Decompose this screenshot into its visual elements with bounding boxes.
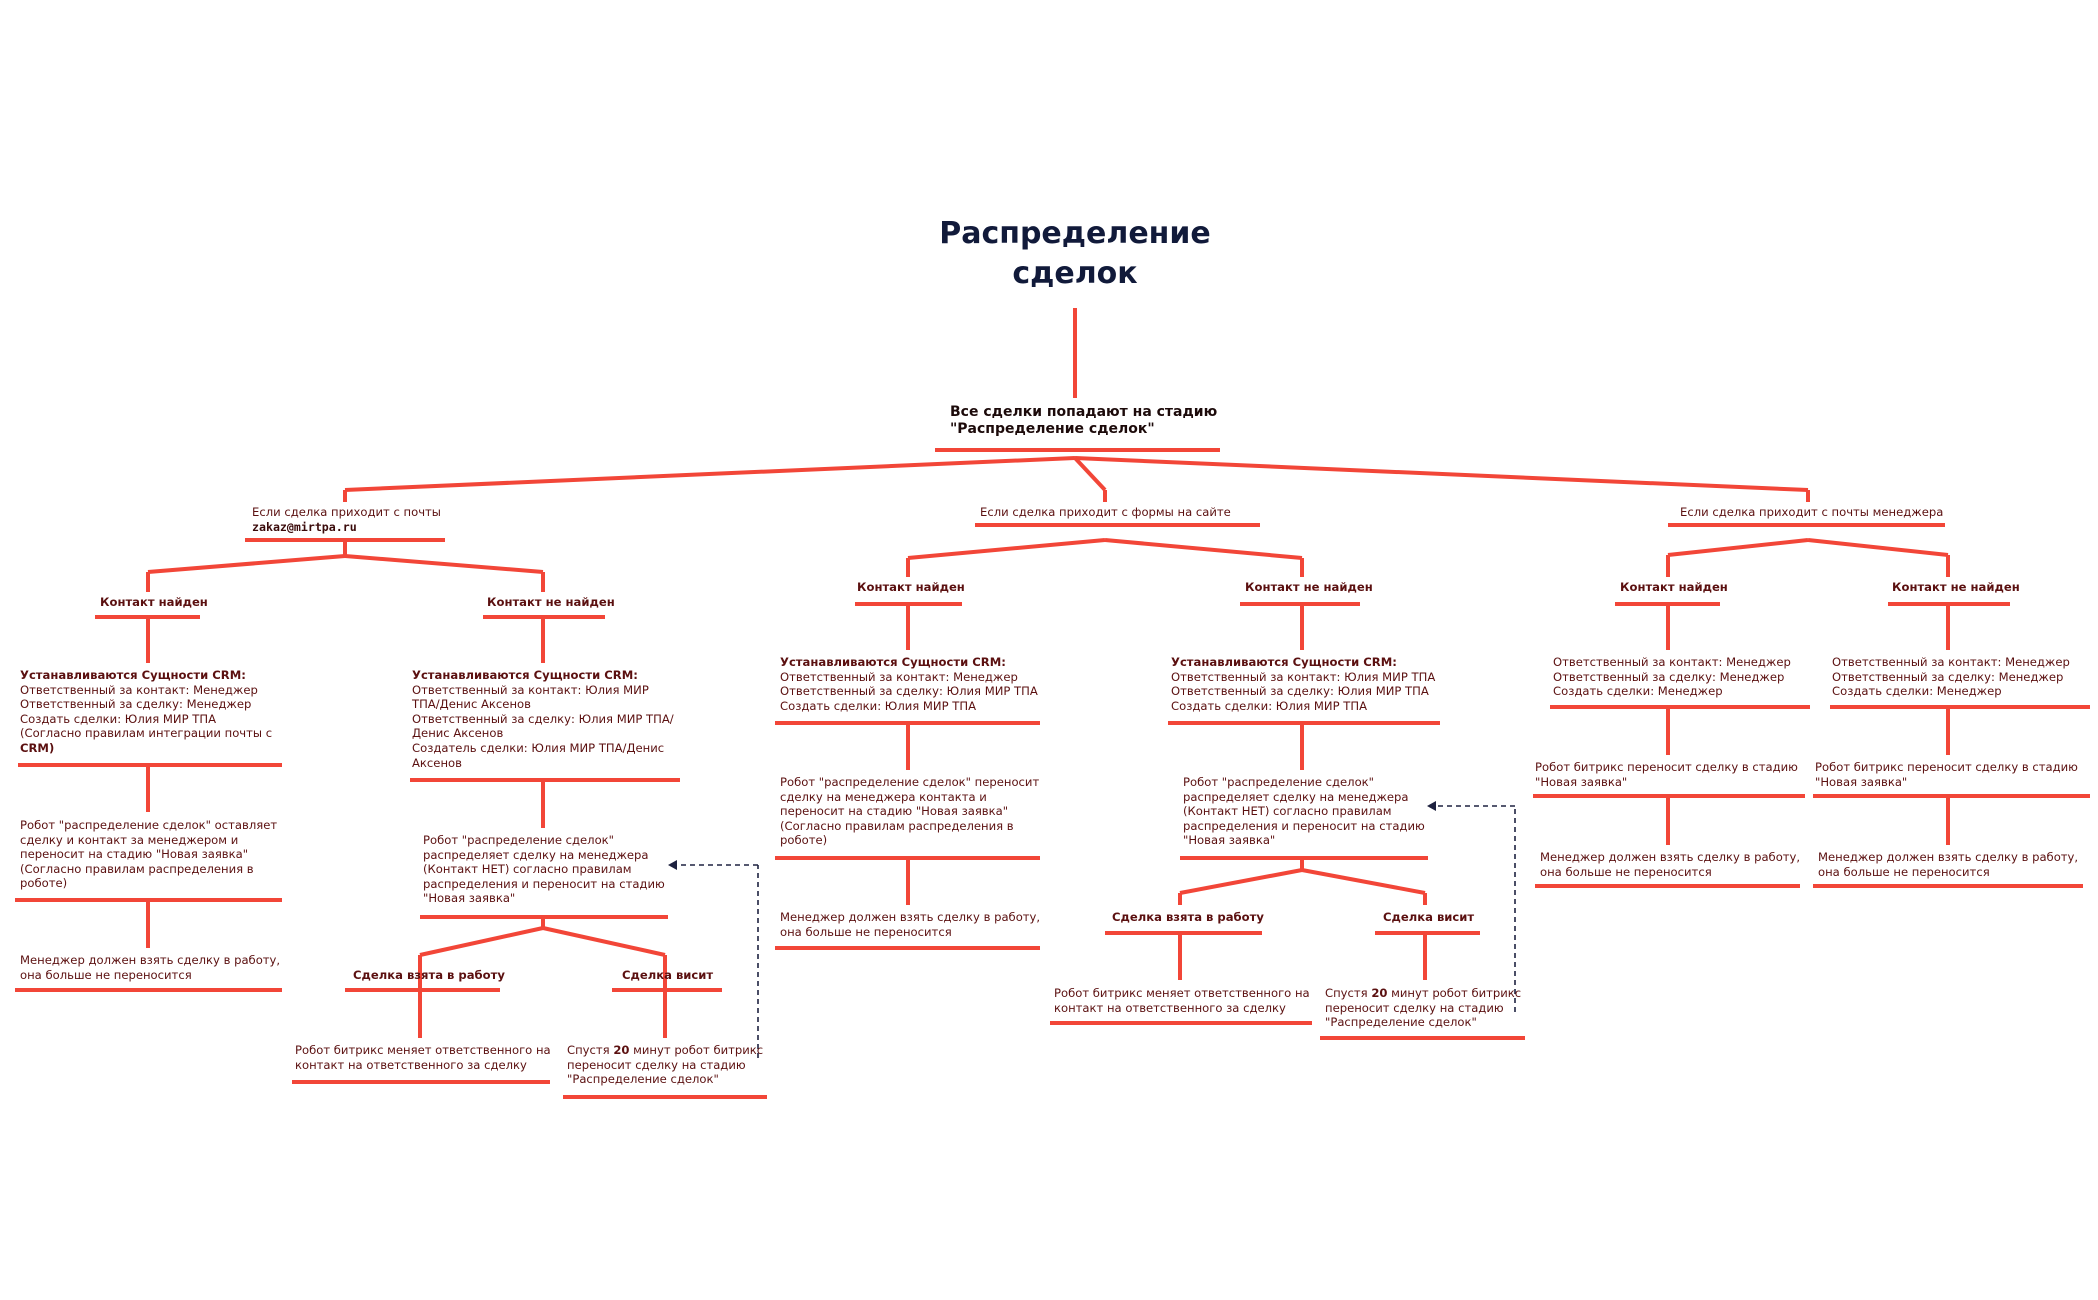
email-found-robot: Робот "распределение сделок" оставляет с… <box>20 818 278 891</box>
form-found-label-text: Контакт найден <box>857 580 965 594</box>
branch-email-line1: Если сделка приходит с почты <box>252 505 441 519</box>
manager-found-robot: Робот битрикс переносит сделку в стадию … <box>1535 760 1798 789</box>
email-found-crm-tail: CRM) <box>20 740 55 755</box>
form-notfound-label-text: Контакт не найден <box>1245 580 1373 594</box>
connector-line-54 <box>1301 868 1426 895</box>
diagram-title: Распределение сделок <box>939 216 1211 291</box>
manager-found-crm: Ответственный за контакт: Менеджер Ответ… <box>1553 655 1791 699</box>
manager-found-label-text: Контакт найден <box>1620 580 1728 594</box>
connector-line-63 <box>1667 538 1809 557</box>
connector-line-36 <box>907 538 1106 560</box>
manager-notfound-crm: Ответственный за контакт: Менеджер Ответ… <box>1832 655 2070 699</box>
email-taken-text: Робот битрикс меняет ответственного на к… <box>295 1043 551 1072</box>
email-notfound-crm-bold: CRM: <box>604 668 638 682</box>
email-notfound-label: Контакт не найден <box>487 595 637 610</box>
connector-line-8 <box>147 554 346 574</box>
connector-line-2 <box>1073 456 1107 492</box>
connector-line-53 <box>1179 868 1303 895</box>
connector-line-26 <box>542 926 666 957</box>
form-found-crm-prefix: Устанавливаются Сущности <box>780 655 973 669</box>
form-found-crm-body: Ответственный за контакт: Менеджер Ответ… <box>780 669 1038 713</box>
form-notfound-crm: Устанавливаются Сущности CRM: Ответствен… <box>1171 655 1441 713</box>
form-notfound-crm-bold: CRM: <box>1363 655 1397 669</box>
branch-manager-email-label: Если сделка приходит с почты менеджера <box>1680 505 1944 519</box>
email-found-crm: Устанавливаются Сущности CRM: Ответствен… <box>20 668 290 756</box>
email-hang-prefix: Спустя <box>567 1043 614 1057</box>
email-found-label: Контакт найден <box>100 595 220 610</box>
connector-line-25 <box>419 926 544 957</box>
connector-line-1 <box>344 456 1076 492</box>
root-text-line2: "Распределение сделок" <box>950 421 1155 437</box>
form-found-robot: Робот "распределение сделок" переносит с… <box>780 775 1040 848</box>
email-taken-label: Сделка взята в работу <box>353 968 513 983</box>
form-found-crm: Устанавливаются Сущности CRM: Ответствен… <box>780 655 1050 713</box>
form-dashed-arrow <box>1427 801 1436 811</box>
email-found-crm-prefix: Устанавливаются Сущности <box>20 668 213 682</box>
email-hang-body: минут робот битрикс переносит сделку на … <box>567 1043 764 1087</box>
email-notfound-label-text: Контакт не найден <box>487 595 615 609</box>
manager-notfound-robot: Робот битрикс переносит сделку в стадию … <box>1815 760 2078 789</box>
email-taken-label-text: Сделка взята в работу <box>353 968 505 982</box>
connector-line-9 <box>344 554 544 574</box>
form-notfound-crm-prefix: Устанавливаются Сущности <box>1171 655 1364 669</box>
manager-notfound-manager: Менеджер должен взять сделку в работу, о… <box>1818 850 2079 879</box>
connector-line-3 <box>1074 456 1809 492</box>
email-hang-bold: 20 <box>613 1043 630 1057</box>
email-hang-label-text: Сделка висит <box>622 968 714 982</box>
form-hang-prefix: Спустя <box>1325 986 1372 1000</box>
email-hang-text: Спустя 20 минут робот битрикс переносит … <box>567 1043 767 1087</box>
form-hang-body: минут робот битрикс переносит сделку на … <box>1325 986 1522 1030</box>
email-found-label-text: Контакт найден <box>100 595 208 609</box>
form-notfound-crm-body: Ответственный за контакт: Юлия МИР ТПА О… <box>1171 669 1436 713</box>
email-found-crm-body: Ответственный за контакт: Менеджер Ответ… <box>20 682 273 741</box>
branch-email-label: Если сделка приходит с почты zakaz@mirtp… <box>252 505 452 534</box>
manager-notfound-label-text: Контакт не найден <box>1892 580 2020 594</box>
form-notfound-robot: Робот "распределение сделок" распределяе… <box>1183 775 1425 848</box>
email-hang-label: Сделка висит <box>622 968 732 983</box>
manager-notfound-label: Контакт не найден <box>1892 580 2042 595</box>
connector-line-37 <box>1104 538 1303 560</box>
root-node: Все сделки попадают на стадию "Распредел… <box>950 404 1280 438</box>
branch-email-address: zakaz@mirtpa.ru <box>252 519 357 534</box>
form-hang-bold: 20 <box>1371 986 1388 1000</box>
form-taken-text: Робот битрикс меняет ответственного на к… <box>1054 986 1310 1015</box>
email-notfound-robot: Робот "распределение сделок" распределяе… <box>423 833 665 906</box>
root-text-line1: Все сделки попадают на стадию <box>950 404 1218 420</box>
email-notfound-crm-body: Ответственный за контакт: Юлия МИР ТПА/Д… <box>412 682 674 770</box>
form-taken-label-text: Сделка взята в работу <box>1112 910 1264 924</box>
form-taken-label: Сделка взята в работу <box>1112 910 1272 925</box>
email-found-crm-bold: CRM: <box>212 668 246 682</box>
form-found-manager: Менеджер должен взять сделку в работу, о… <box>780 910 1041 939</box>
manager-found-manager: Менеджер должен взять сделку в работу, о… <box>1540 850 1801 879</box>
form-found-crm-bold: CRM: <box>972 655 1006 669</box>
email-notfound-crm-prefix: Устанавливаются Сущности <box>412 668 605 682</box>
form-hang-text: Спустя 20 минут робот битрикс переносит … <box>1325 986 1525 1030</box>
form-hang-label-text: Сделка висит <box>1383 910 1475 924</box>
connector-line-64 <box>1807 538 1949 557</box>
form-hang-label: Сделка висит <box>1383 910 1493 925</box>
email-notfound-crm: Устанавливаются Сущности CRM: Ответствен… <box>412 668 682 770</box>
form-found-label: Контакт найден <box>857 580 977 595</box>
form-notfound-label: Контакт не найден <box>1245 580 1395 595</box>
branch-form-label: Если сделка приходит с формы на сайте <box>980 505 1231 519</box>
email-dashed-arrow <box>668 860 677 870</box>
manager-found-label: Контакт найден <box>1620 580 1740 595</box>
email-found-manager: Менеджер должен взять сделку в работу, о… <box>20 953 281 982</box>
